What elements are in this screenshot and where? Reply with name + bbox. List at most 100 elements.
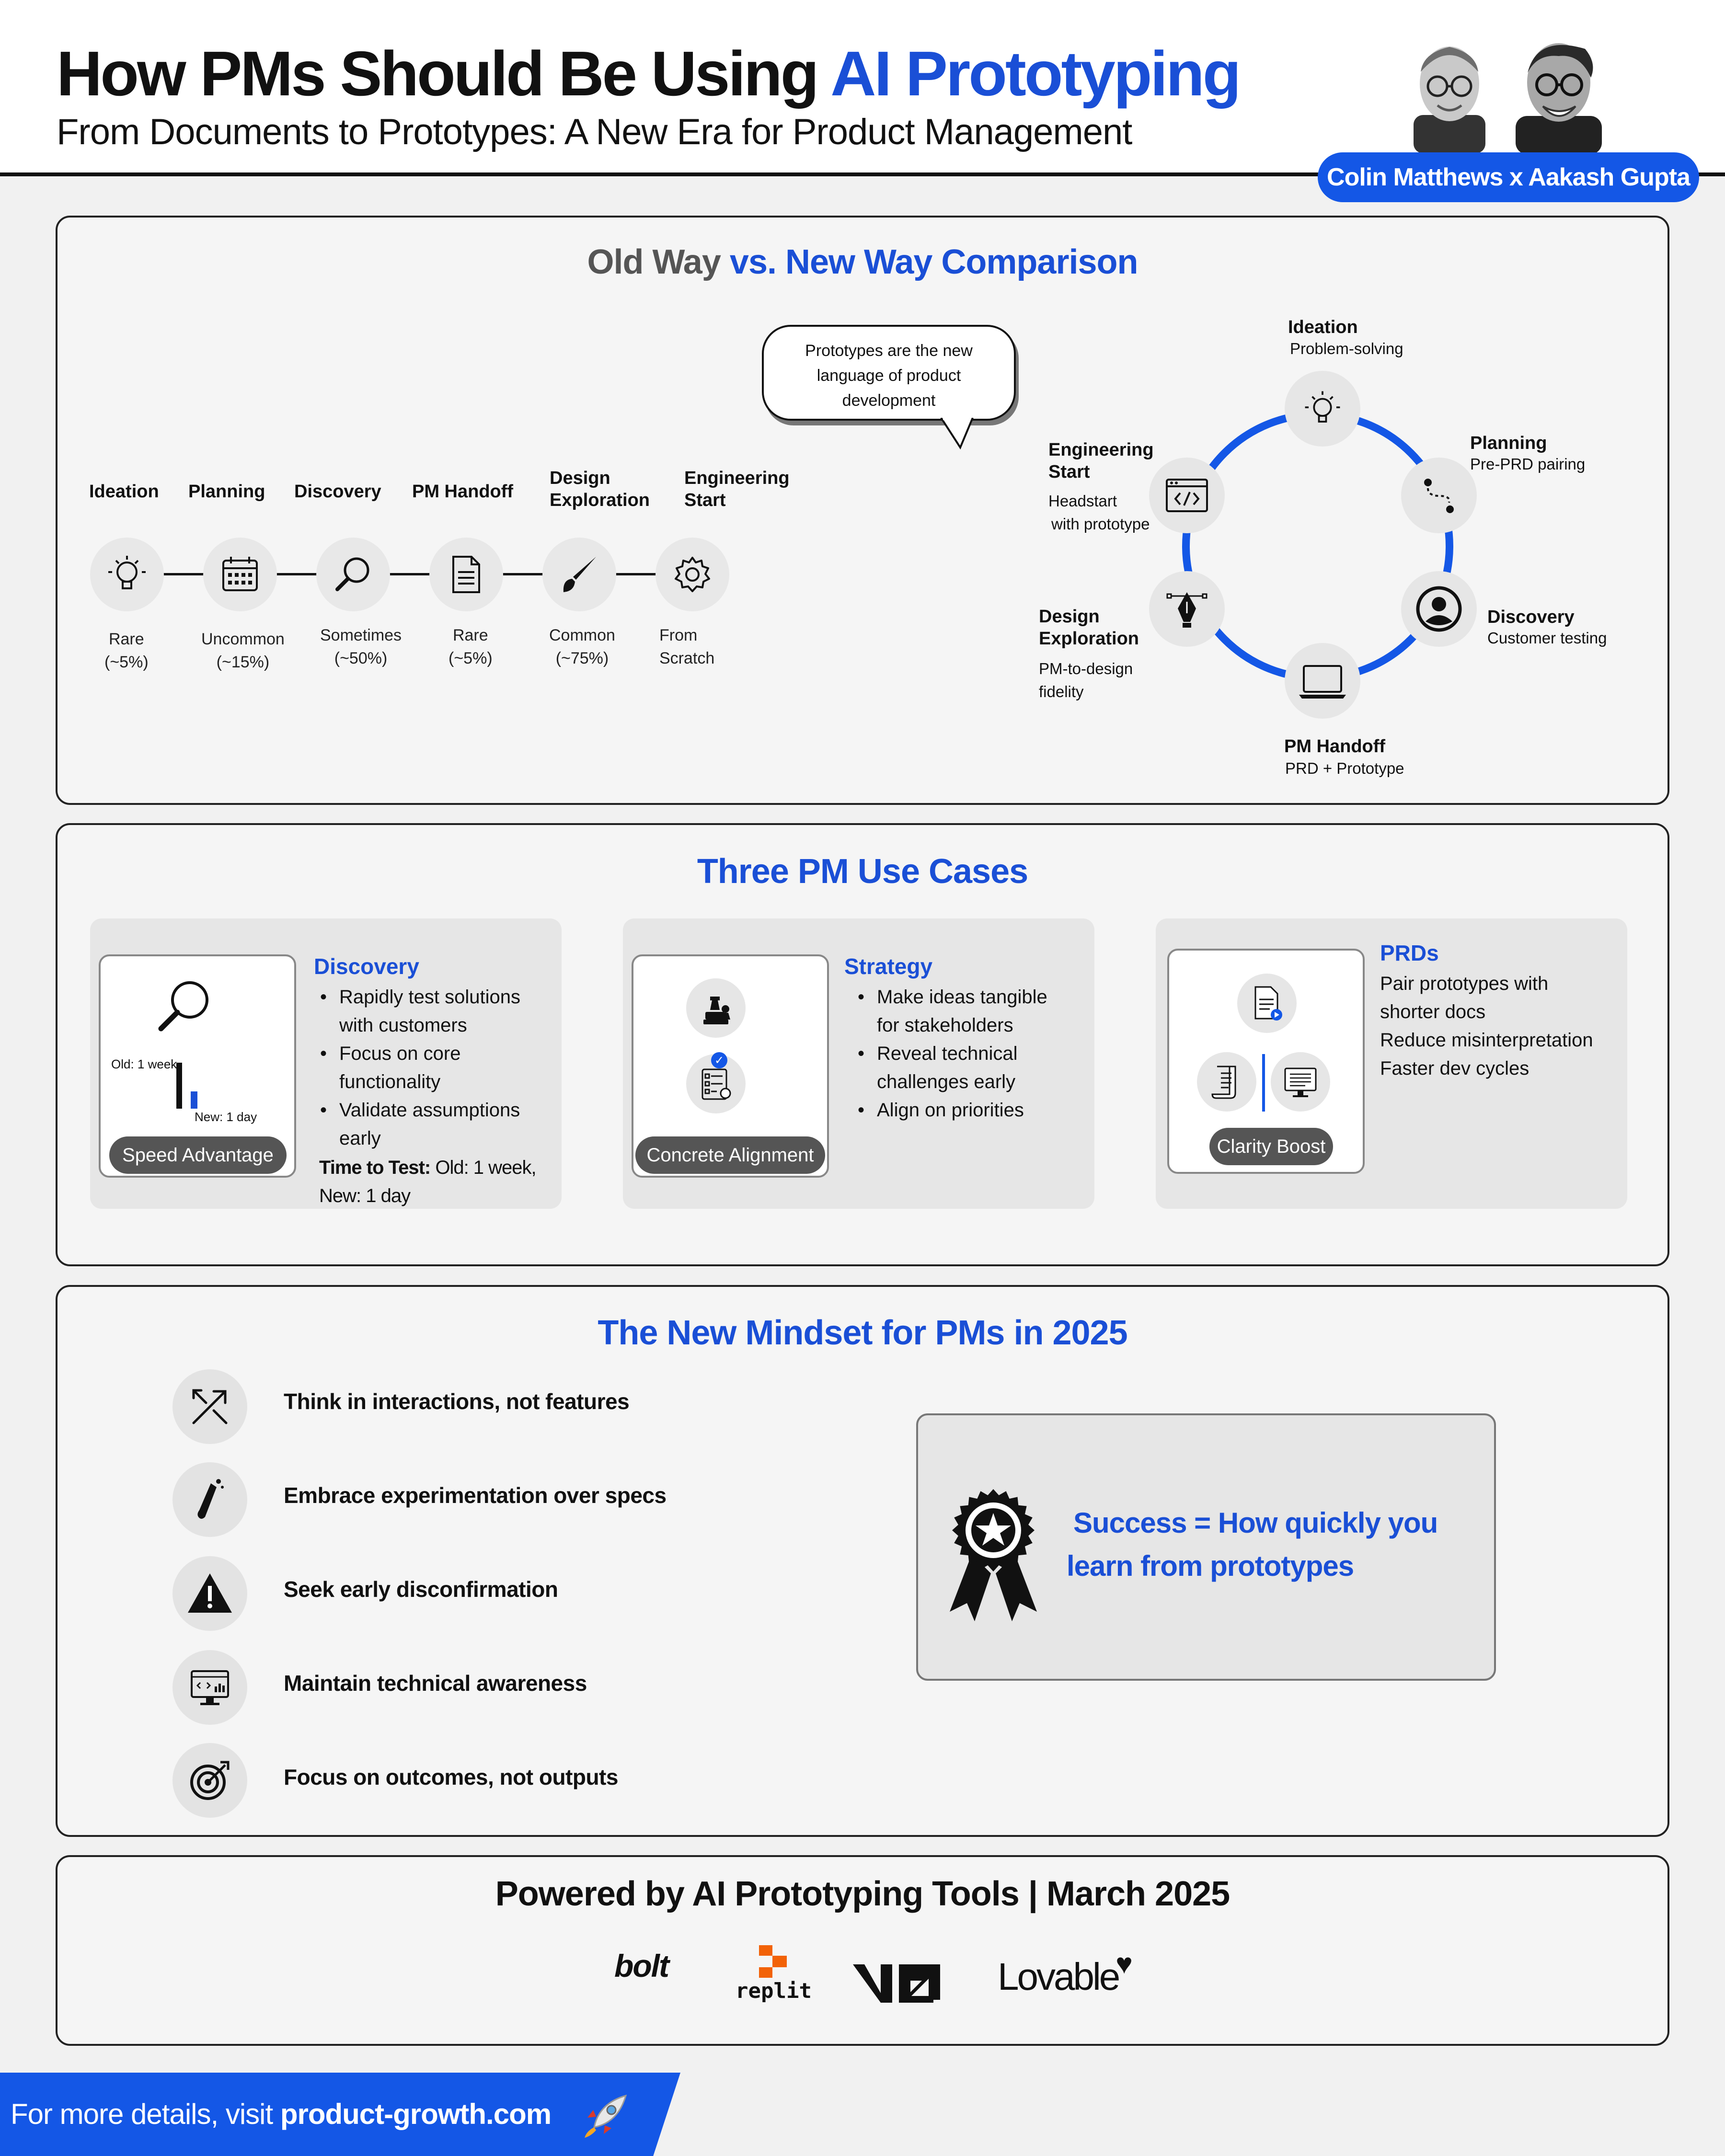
heart-icon: ♥ <box>1116 1948 1133 1980</box>
clarity-boost-badge: Clarity Boost <box>1209 1128 1333 1165</box>
bullet-text: Align on priorities <box>877 1100 1024 1121</box>
strategy-heading: Strategy <box>844 954 933 979</box>
mini-chart-new-label: New: 1 day <box>195 1110 257 1124</box>
prds-line: Faster dev cycles <box>1380 1058 1530 1079</box>
bullet-text: Make ideas tangible <box>877 986 1047 1008</box>
bullet-text: with customers <box>339 1015 467 1036</box>
prds-line: shorter docs <box>1380 1001 1486 1022</box>
powered-by-title: Powered by AI Prototyping Tools | March … <box>495 1875 1230 1913</box>
page-title: How PMs Should Be Using AI Prototyping <box>57 37 1241 110</box>
prds-line: Pair prototypes with <box>1380 973 1549 994</box>
route-icon <box>1401 458 1477 533</box>
cycle-sub-discovery: Customer testing <box>1487 629 1607 647</box>
bullet-text: functionality <box>339 1071 441 1092</box>
cta-link[interactable]: product-growth.com <box>280 2098 552 2130</box>
note-line: Common <box>549 626 615 644</box>
bullet-text: Validate assumptions <box>339 1100 520 1121</box>
mindset-item: Focus on outcomes, not outputs <box>284 1765 618 1789</box>
bubble-tail <box>940 418 974 450</box>
v0-logo <box>853 1964 940 2003</box>
document-icon <box>429 538 503 611</box>
cta-prefix: For more details, visit <box>11 2098 280 2130</box>
mindset-item: Seek early disconfirmation <box>284 1577 558 1602</box>
note-line: (~15%) <box>216 653 270 671</box>
title-line: Start <box>1048 462 1090 482</box>
mindset-title: The New Mindset for PMs in 2025 <box>598 1314 1127 1352</box>
bullet-text: for stakeholders <box>877 1015 1013 1036</box>
warning-icon <box>172 1556 247 1631</box>
time-value: Old: 1 week, <box>430 1157 536 1178</box>
cycle-sub-planning: Pre-PRD pairing <box>1470 455 1586 473</box>
user-icon <box>1401 571 1477 647</box>
replit-logo-mark <box>759 1945 787 1978</box>
note-line: (~5%) <box>448 649 493 667</box>
discovery-heading: Discovery <box>314 954 419 979</box>
strategy-bullets: Make ideas tangible for stakeholders Reve… <box>848 983 1047 1124</box>
gear-icon <box>656 538 729 611</box>
old-stage-note: Common (~75%) <box>549 624 615 670</box>
scroll-doc-icon <box>1197 1052 1256 1112</box>
calendar-icon <box>203 538 277 611</box>
mini-chart-old-label: Old: 1 week <box>111 1057 177 1071</box>
page-subtitle: From Documents to Prototypes: A New Era … <box>57 112 1132 152</box>
code-window-icon <box>1149 458 1225 533</box>
author-photo-aakash <box>1516 43 1602 154</box>
note-line: Scratch <box>659 649 715 667</box>
lovable-logo: Lovable♥ <box>998 1948 1134 1999</box>
cycle-sub-design: PM-to-design fidelity <box>1039 657 1133 703</box>
sub-line: PM-to-design <box>1039 660 1133 677</box>
divider <box>1262 1054 1265 1112</box>
check-badge-icon: ✓ <box>711 1052 727 1068</box>
old-stage-label: Ideation <box>89 482 159 502</box>
connector-line <box>389 573 430 575</box>
bolt-logo: bolt <box>614 1948 669 1984</box>
laptop-icon <box>1285 643 1360 719</box>
target-icon <box>172 1743 247 1818</box>
time-value: New: 1 day <box>319 1185 411 1206</box>
label-line: Engineering <box>684 468 790 488</box>
old-stage-note: Sometimes(~50%) <box>320 624 402 670</box>
old-stage-note: Rare(~5%) <box>448 624 493 670</box>
mini-chart-bar-new <box>191 1091 197 1109</box>
cycle-title-planning: Planning <box>1470 433 1547 453</box>
cycle-sub-ideation: Problem-solving <box>1290 340 1403 357</box>
sub-line: fidelity <box>1039 683 1084 700</box>
bullet-text: Focus on core <box>339 1043 461 1064</box>
mindset-item: Think in interactions, not features <box>284 1389 630 1414</box>
lightbulb-icon <box>1285 371 1360 447</box>
old-stage-label: Discovery <box>294 482 381 502</box>
cta-bar <box>0 2073 680 2156</box>
author-photo-colin <box>1414 46 1485 153</box>
prds-heading: PRDs <box>1380 940 1439 965</box>
cta-text: For more details, visit product-growth.c… <box>11 2098 552 2131</box>
cycle-title-discovery: Discovery <box>1487 607 1575 627</box>
pen-nib-icon <box>1149 571 1225 647</box>
connector-line <box>615 573 656 575</box>
lightbulb-icon <box>90 538 164 611</box>
bubble-line: development <box>842 391 936 410</box>
award-ribbon-icon <box>950 1489 1037 1621</box>
note-line: (~50%) <box>334 649 388 667</box>
note-line: Rare <box>108 630 144 648</box>
time-label: Time to Test: <box>319 1157 431 1178</box>
list-item: Make ideas tangible for stakeholders <box>848 983 1047 1040</box>
replit-logo: replit <box>736 1979 812 2003</box>
sub-line: with prototype <box>1051 515 1150 533</box>
list-item: Align on priorities <box>848 1096 1047 1124</box>
note-line: (~75%) <box>555 649 609 667</box>
connector-line <box>163 573 204 575</box>
monitor-doc-icon <box>1271 1052 1330 1112</box>
bubble-line: language of product <box>816 367 961 385</box>
title-line: Design <box>1039 607 1100 627</box>
old-stage-note: Uncommon(~15%) <box>201 628 285 674</box>
comparison-title: Old Way vs. New Way Comparison <box>58 242 1668 282</box>
